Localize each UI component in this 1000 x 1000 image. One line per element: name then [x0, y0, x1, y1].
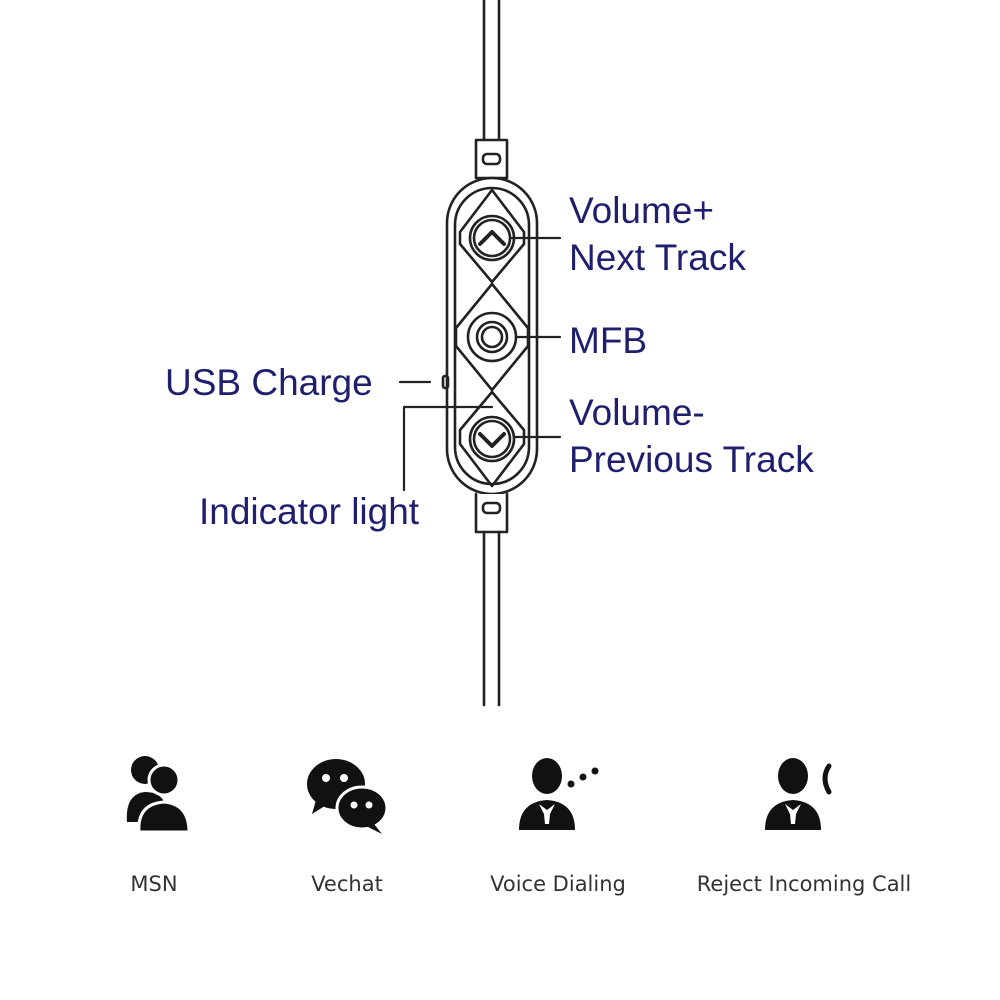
usb-port: [441, 374, 450, 390]
voice-dialing-icon: [519, 758, 599, 830]
usb-charge-label: USB Charge: [165, 362, 373, 403]
feature-reject-call: Reject Incoming Call: [684, 748, 924, 896]
chevron-up-icon: [478, 230, 506, 246]
mfb-label: MFB: [569, 320, 648, 361]
feature-voice-dialing: Voice Dialing: [438, 748, 678, 896]
volume-up-button-shell: [458, 188, 526, 284]
feature-wechat: Vechat: [227, 748, 467, 896]
wechat-icon: [307, 759, 389, 834]
lower-cable: [474, 492, 509, 707]
reject-call-icon: [765, 758, 832, 830]
mfb-button-shell: [454, 282, 530, 392]
feature-msn: MSN: [34, 748, 274, 896]
upper-cable: [474, 0, 509, 180]
volume-down-button-shell: [458, 390, 526, 488]
indicator-light-label: Indicator light: [199, 491, 420, 532]
leader-lines: [398, 236, 562, 492]
volume-down-button: [468, 415, 516, 463]
volume-up-label: Volume+ Next Track: [569, 190, 746, 279]
msn-icon: [126, 756, 191, 834]
volume-down-label: Volume- Previous Track: [569, 392, 814, 481]
chevron-down-icon: [478, 432, 506, 448]
